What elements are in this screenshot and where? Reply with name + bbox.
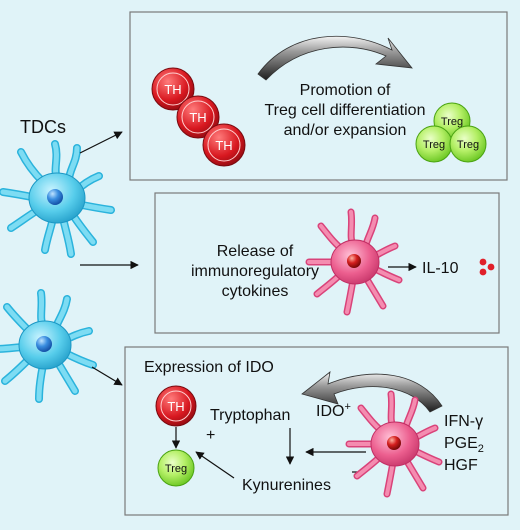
treg-cell-ido: Treg [157, 449, 195, 487]
tdcs-label: TDCs [20, 117, 66, 137]
svg-text:Treg: Treg [423, 139, 445, 151]
arrow-to-panel1 [79, 131, 123, 154]
regulatory-dc-panel3 [345, 390, 443, 498]
th-cell-ido: TH [155, 385, 197, 427]
curved-arrow-panel1 [257, 35, 413, 81]
ido-panel-title: Expression of IDO [144, 359, 274, 376]
svg-text:Treg: Treg [165, 463, 187, 475]
svg-text:TH: TH [167, 399, 184, 414]
svg-text:TH: TH [189, 110, 206, 125]
tdc-nucleus [36, 336, 52, 352]
release-line-3: cytokines [222, 283, 289, 300]
il10-dots [479, 258, 495, 276]
tryptophan-label: Tryptophan [210, 407, 290, 424]
kynurenines-label: Kynurenines [242, 477, 331, 494]
promotion-line-2: Treg cell differentiation [265, 102, 426, 119]
inducer-ifn-gamma: IFN-γ [444, 413, 483, 430]
tdc-cell-top [0, 140, 115, 258]
svg-text:TH: TH [215, 138, 232, 153]
tdc-nucleus [47, 189, 63, 205]
treg-cell: Treg [415, 125, 453, 163]
release-line-1: Release of [217, 243, 294, 260]
regulatory-dc-panel2 [305, 208, 403, 316]
dc-nucleus [387, 436, 401, 450]
inducer-hgf: HGF [444, 457, 478, 474]
release-line-2: immunoregulatory [191, 263, 319, 280]
treg-cell: Treg [449, 125, 487, 163]
th-cell: TH [202, 123, 246, 167]
curved-arrow-panel3 [301, 371, 443, 413]
svg-text:Treg: Treg [441, 116, 463, 128]
inducer-pge2: PGE2 [444, 435, 484, 455]
ido-positive-label: IDO+ [316, 401, 351, 420]
panel-ido [124, 346, 509, 516]
svg-text:TH: TH [164, 82, 181, 97]
plus-sign: + [206, 427, 215, 444]
tdc-cell-bottom [0, 289, 97, 403]
th-cell: TH [176, 95, 220, 139]
dc-nucleus [347, 254, 361, 268]
arrow-to-panel3 [91, 366, 123, 386]
svg-text:Treg: Treg [457, 139, 479, 151]
promotion-line-1: Promotion of [300, 82, 391, 99]
il10-label: IL-10 [422, 260, 459, 277]
th-cell: TH [151, 67, 195, 111]
promotion-line-3: and/or expansion [284, 122, 407, 139]
arrow-kynurenines-to-treg [195, 451, 235, 479]
